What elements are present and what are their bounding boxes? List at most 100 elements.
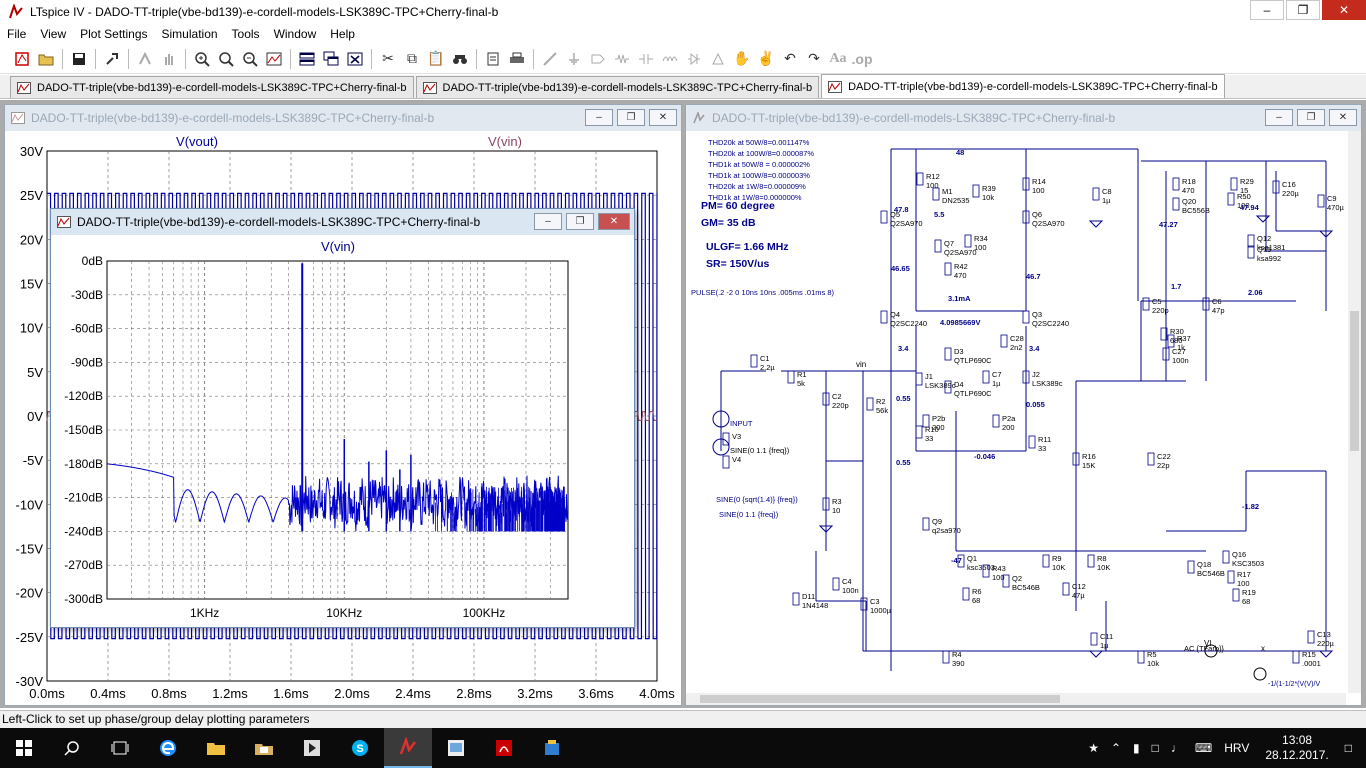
undo-icon[interactable]: ↶: [784, 50, 796, 66]
menu-simulation[interactable]: Simulation: [161, 27, 218, 41]
drag-icon[interactable]: ✌: [757, 50, 775, 66]
y-tick-label: -150dB: [64, 423, 103, 437]
app-icon[interactable]: [528, 728, 576, 768]
component-r15: R15.0001: [1292, 650, 1321, 668]
ground-icon[interactable]: [564, 49, 584, 69]
search-icon[interactable]: [48, 728, 96, 768]
spice-directive-icon[interactable]: .op: [851, 50, 873, 67]
component-body: [944, 380, 952, 394]
task-view-icon[interactable]: [96, 728, 144, 768]
menu-plot-settings[interactable]: Plot Settings: [80, 27, 148, 41]
schematic-canvas[interactable]: THD20k at 50W/8=0.001147%THD20k at 100W/…: [686, 131, 1361, 705]
new-schematic-icon[interactable]: [12, 49, 32, 69]
window-titlebar[interactable]: DADO-TT-triple(vbe-bd139)-e-cordell-mode…: [5, 105, 681, 131]
network-icon[interactable]: □: [1151, 741, 1159, 755]
photos-icon[interactable]: [240, 728, 288, 768]
window-restore-button[interactable]: ❐: [1297, 109, 1325, 126]
component-value: 10k: [1147, 659, 1159, 668]
acrobat-icon[interactable]: [480, 728, 528, 768]
tile-icon[interactable]: [297, 49, 317, 69]
window-close-button[interactable]: ✕: [649, 109, 677, 126]
notifications-icon[interactable]: □: [1344, 741, 1352, 755]
tab-document-3[interactable]: DADO-TT-triple(vbe-bd139)-e-cordell-mode…: [821, 74, 1225, 98]
component-icon[interactable]: [708, 49, 728, 69]
language-indicator[interactable]: HRV: [1224, 741, 1250, 755]
redo-icon[interactable]: ↷: [808, 50, 820, 66]
print-setup-icon[interactable]: [483, 49, 503, 69]
menu-tools[interactable]: Tools: [231, 27, 260, 41]
maximize-button[interactable]: ❐: [1286, 0, 1320, 20]
cascade-icon[interactable]: [321, 49, 341, 69]
window-close-button[interactable]: ✕: [598, 213, 630, 230]
x-tick-label: 2.8ms: [456, 686, 492, 701]
menu-view[interactable]: View: [40, 27, 67, 41]
zoom-full-icon[interactable]: [216, 49, 236, 69]
wire-icon[interactable]: [540, 49, 560, 69]
keyboard-icon[interactable]: ⌨: [1194, 741, 1213, 755]
node-voltage: -1.82: [1242, 502, 1259, 511]
x-tick-label: 1.2ms: [212, 686, 248, 701]
component-ref: J2: [1032, 370, 1040, 379]
chevron-up-icon[interactable]: ⌃: [1110, 741, 1122, 755]
component-value: LSK389c: [925, 381, 956, 390]
windows-start-icon[interactable]: [0, 728, 48, 768]
print-icon[interactable]: [507, 49, 527, 69]
move-icon[interactable]: ✋: [733, 50, 751, 66]
capacitor-icon[interactable]: [636, 49, 656, 69]
window-minimize-button[interactable]: –: [534, 213, 562, 230]
run-icon[interactable]: [135, 49, 155, 69]
window-minimize-button[interactable]: –: [585, 109, 613, 126]
pan-icon[interactable]: [159, 49, 179, 69]
paste-icon[interactable]: 📋: [427, 50, 445, 66]
paint-icon[interactable]: [432, 728, 480, 768]
save-icon[interactable]: [69, 49, 89, 69]
zoom-out-icon[interactable]: [240, 49, 260, 69]
file-explorer-icon[interactable]: [192, 728, 240, 768]
node-voltage: 0.055: [1026, 400, 1045, 409]
fft-plot[interactable]: 0dB-30dB-60dB-90dB-120dB-150dB-180dB-210…: [51, 235, 634, 627]
label-icon[interactable]: [588, 49, 608, 69]
control-panel-icon[interactable]: [102, 49, 122, 69]
menu-window[interactable]: Window: [273, 27, 317, 41]
window-titlebar[interactable]: DADO-TT-triple(vbe-bd139)-e-cordell-mode…: [51, 209, 634, 235]
component-body: [1072, 452, 1080, 466]
component-ref: R10: [925, 425, 939, 434]
window-restore-button[interactable]: ❐: [617, 109, 645, 126]
component-body: [1247, 234, 1255, 248]
open-icon[interactable]: [36, 49, 56, 69]
inductor-icon[interactable]: [660, 49, 680, 69]
zoom-in-icon[interactable]: [192, 49, 212, 69]
component-ref: R50: [1237, 192, 1251, 201]
people-icon[interactable]: ★: [1088, 741, 1099, 755]
media-icon[interactable]: [288, 728, 336, 768]
clock[interactable]: 13:08 28.12.2017.: [1265, 733, 1328, 763]
volume-icon[interactable]: ♩: [1170, 741, 1183, 755]
skype-icon[interactable]: S: [336, 728, 384, 768]
component-value: 10K: [1052, 563, 1065, 572]
battery-icon[interactable]: ▮: [1133, 741, 1140, 755]
cut-icon[interactable]: ✂: [382, 50, 394, 66]
window-restore-button[interactable]: ❐: [566, 213, 594, 230]
copy-icon[interactable]: ⧉: [407, 50, 417, 66]
menu-help[interactable]: Help: [330, 27, 355, 41]
component-value: 220µ: [1317, 639, 1335, 648]
tab-document-1[interactable]: DADO-TT-triple(vbe-bd139)-e-cordell-mode…: [10, 76, 414, 98]
diode-icon[interactable]: [684, 49, 704, 69]
autorange-icon[interactable]: [264, 49, 284, 69]
edge-icon[interactable]: [144, 728, 192, 768]
tab-document-2[interactable]: DADO-TT-triple(vbe-bd139)-e-cordell-mode…: [415, 76, 820, 98]
window-close-button[interactable]: ✕: [1329, 109, 1357, 126]
window-minimize-button[interactable]: –: [1265, 109, 1293, 126]
close-button[interactable]: ✕: [1322, 0, 1366, 20]
find-icon[interactable]: [450, 49, 470, 69]
minimize-button[interactable]: –: [1250, 0, 1284, 20]
window-titlebar[interactable]: DADO-TT-triple(vbe-bd139)-e-cordell-mode…: [686, 105, 1361, 131]
x-tick-label: 3.6ms: [578, 686, 614, 701]
ltspice-icon[interactable]: [384, 728, 432, 768]
text-icon[interactable]: Aa: [829, 50, 847, 66]
resistor-icon[interactable]: [612, 49, 632, 69]
close-windows-icon[interactable]: [345, 49, 365, 69]
menu-file[interactable]: File: [7, 27, 27, 41]
